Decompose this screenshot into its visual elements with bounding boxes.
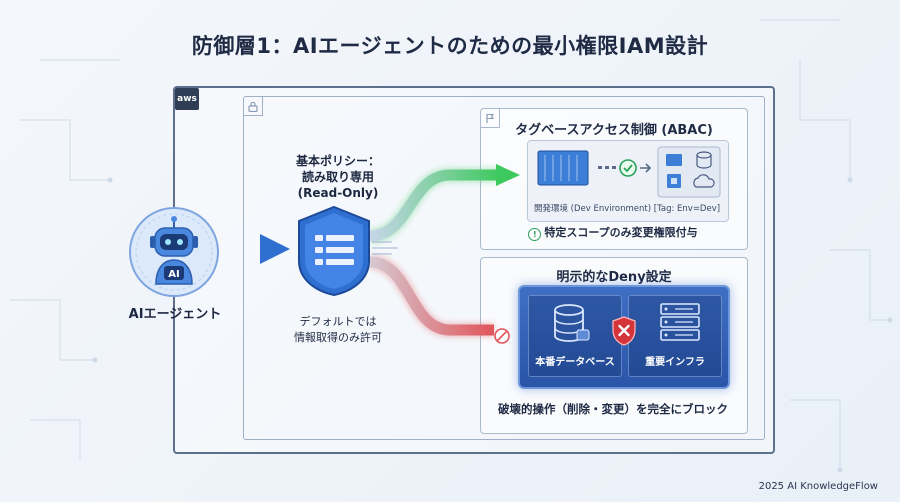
ai-agent-robot-icon: AI — [129, 207, 219, 297]
agent-label: AIエージェント — [128, 307, 222, 322]
deny-resources-box: 本番データベース 重要インフラ — [518, 285, 730, 389]
cloud-icon — [693, 174, 715, 188]
server-rack-icon — [660, 303, 700, 341]
scope-note: !特定スコープのみ変更権限付与 — [480, 224, 746, 241]
agent-badge: AI — [168, 269, 179, 280]
read-only-policy-icon — [298, 205, 370, 297]
policy-title: 基本ポリシー： 読み取り専用 (Read-Only) — [268, 153, 408, 201]
exclamation-circle-icon: ! — [528, 228, 542, 241]
production-database-card: 本番データベース — [528, 295, 622, 377]
policy-note-line1: デフォルトでは — [299, 315, 377, 328]
policy-note: デフォルトでは 情報取得のみ許可 — [268, 314, 408, 346]
production-database-label: 本番データベース — [535, 357, 615, 368]
deny-shield-icon — [612, 316, 636, 346]
storage-icon — [696, 151, 712, 169]
policy-note-line2: 情報取得のみ許可 — [294, 331, 382, 344]
chip-icon — [667, 174, 681, 188]
flag-icon — [481, 109, 500, 128]
policy-title-line1: 基本ポリシー： — [295, 154, 380, 168]
policy-title-line2: 読み取り専用 — [301, 170, 374, 184]
deny-title: 明示的なDeny設定 — [556, 270, 672, 285]
dev-environment-box — [527, 140, 729, 222]
deny-caption: 破壊的操作（削除・変更）を完全にブロック — [498, 402, 728, 416]
dev-resources-illustration — [537, 146, 721, 198]
policy-title-line3: (Read-Only) — [297, 186, 379, 200]
scope-text: 特定スコープのみ変更権限付与 — [544, 226, 698, 239]
critical-infra-label: 重要インフラ — [645, 357, 705, 368]
critical-infra-card: 重要インフラ — [628, 295, 722, 377]
docker-icon — [666, 154, 682, 166]
page-title: 防御層1：AIエージェントのための最小権限IAM設計 — [191, 34, 709, 58]
footer-credit: 2025 AI KnowledgeFlow — [758, 481, 878, 492]
lock-icon — [244, 97, 263, 116]
aws-logo: aws — [175, 88, 199, 110]
iam-boundary-frame — [243, 96, 765, 440]
database-icon — [554, 304, 590, 342]
abac-title: タグベースアクセス制御 (ABAC) — [515, 123, 713, 138]
container-icon — [537, 150, 589, 186]
dev-environment-label: 開発環境 (Dev Environment) [Tag: Env=Dev] — [533, 204, 721, 214]
